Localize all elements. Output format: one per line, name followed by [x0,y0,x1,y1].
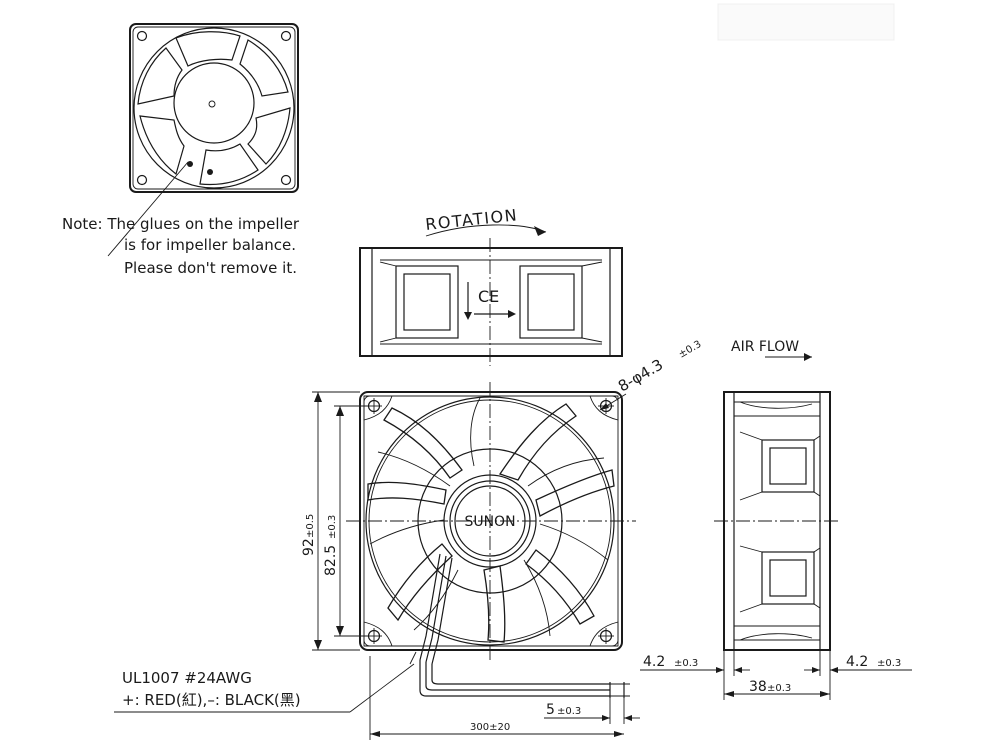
depth-dim: 38 [749,679,767,695]
impeller-note: Note: The glues on the impeller is for i… [62,215,300,277]
lead-dimensions: 5 ±0.3 300±20 [369,656,640,740]
note-line-1: Note: The glues on the impeller [62,215,300,233]
rear-view-blades [137,31,291,186]
rotation-label: ROTATION [424,205,518,234]
outer-height-dim: 92 [301,538,317,556]
side-view [714,391,840,651]
wire-spec: UL1007 #24AWG +: RED(紅),–: BLACK(黑) [114,663,415,713]
hole-spacing-tol: ±0.3 [327,515,338,539]
lead-wires [409,651,630,698]
wire-polarity-label: +: RED(紅),–: BLACK(黑) [122,691,301,709]
rear-view [107,23,299,257]
glue-dot [207,169,213,175]
top-view: ROTATION CE [359,205,623,366]
flange-left-dim: 4.2 [643,654,665,670]
wire-spec-label: UL1007 #24AWG [122,669,252,687]
outer-height-tol: ±0.5 [305,514,316,538]
flange-right-tol: ±0.3 [877,658,901,669]
flange-right-dim: 4.2 [846,654,868,670]
holes-dim: 8-φ4.3 [615,356,666,396]
front-view: SUNON [346,382,636,665]
note-line-3: Please don't remove it. [124,259,297,277]
strip-tol: ±0.3 [557,706,581,717]
air-flow-indicator: AIR FLOW [731,339,812,361]
air-flow-label: AIR FLOW [731,339,799,355]
side-dimensions: 4.2 ±0.3 4.2 ±0.3 38 ±0.3 [640,650,912,700]
flange-left-tol: ±0.3 [674,658,698,669]
strip-dim: 5 [546,702,555,718]
note-leader [107,161,189,257]
vertical-dimensions: 92 ±0.5 82.5 ±0.3 [301,391,368,651]
note-line-2: is for impeller balance. [124,236,296,254]
svg-text:CE: CE [478,287,499,306]
lead-length-dim: 300±20 [470,722,510,733]
hole-callout: 8-φ4.3 ±0.3 [599,339,704,411]
holes-tol: ±0.3 [677,339,704,361]
faint-stamp-box [717,3,895,41]
ce-mark: CE [464,282,516,320]
hole-spacing-dim: 82.5 [323,545,339,576]
glue-dot [187,161,193,167]
rotation-arrow-head [534,226,546,236]
rear-view-holes [136,30,292,186]
depth-tol: ±0.3 [767,683,791,694]
lead-wire-channel [419,553,453,665]
